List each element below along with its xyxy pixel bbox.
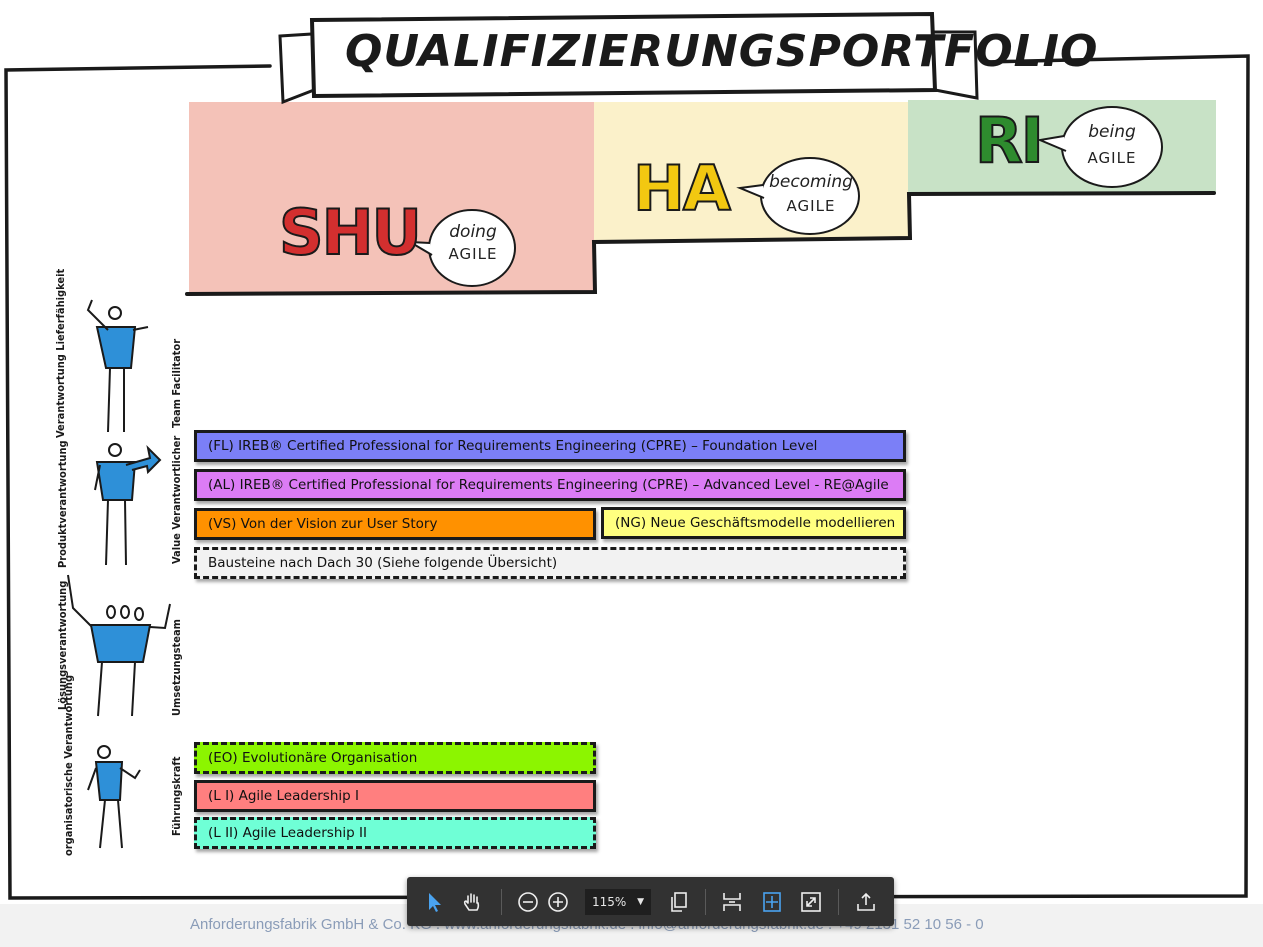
- toolbar-divider: [501, 889, 502, 915]
- fullscreen-button[interactable]: [796, 887, 826, 917]
- ha-bubble-top: becoming: [769, 172, 853, 192]
- role-leader-label: Führungskraft: [170, 756, 183, 836]
- expand-icon: [801, 892, 821, 912]
- shu-bubble-bottom: AGILE: [448, 245, 498, 263]
- fit-page-icon: [763, 892, 781, 912]
- toolbar-divider: [838, 889, 839, 915]
- team-facilitator-figure: [86, 299, 149, 433]
- role-implementation-team-label: Umsetzungsteam: [170, 619, 183, 716]
- pointer-arrow-icon: [429, 893, 441, 912]
- minus-circle-icon: [518, 892, 538, 912]
- select-tool-button[interactable]: [419, 887, 449, 917]
- plus-circle-icon: [548, 892, 568, 912]
- course-l1[interactable]: (L I) Agile Leadership I: [194, 780, 596, 812]
- shu-stage-label: SHU: [278, 195, 423, 270]
- value-owner-figure: [94, 443, 162, 566]
- course-dach30[interactable]: Bausteine nach Dach 30 (Siehe folgende Ü…: [194, 547, 906, 579]
- chevron-down-icon: ▼: [637, 897, 644, 907]
- ha-bubble-text: becoming AGILE: [763, 174, 859, 214]
- fit-width-button[interactable]: [717, 887, 747, 917]
- ri-bubble-text: being AGILE: [1064, 124, 1160, 166]
- export-button[interactable]: [851, 887, 881, 917]
- fit-page-button[interactable]: [757, 887, 787, 917]
- zoom-level-select[interactable]: 115% ▼: [585, 889, 651, 915]
- role-organisational-label: organisatorische Verantwortung: [62, 674, 75, 856]
- course-ng[interactable]: (NG) Neue Geschäftsmodelle modellieren: [601, 507, 906, 539]
- ri-stage-label: RI: [974, 103, 1045, 178]
- portfolio-title: QUALIFIZIERUNGSPORTFOLIO: [345, 26, 1099, 77]
- role-team-facilitator-label: Team Facilitator: [170, 338, 183, 428]
- ha-stage-area: [594, 102, 908, 240]
- leader-figure: [87, 745, 141, 849]
- role-delivery-label: Verantwortung Lieferfähigkeit: [54, 268, 67, 438]
- pages-icon: [671, 892, 687, 912]
- shu-stage-area: [189, 102, 594, 294]
- share-icon: [857, 892, 875, 911]
- course-fl[interactable]: (FL) IREB® Certified Professional for Re…: [194, 430, 906, 462]
- zoom-in-button[interactable]: [543, 887, 573, 917]
- hand-tool-button[interactable]: [457, 887, 487, 917]
- course-al[interactable]: (AL) IREB® Certified Professional for Re…: [194, 469, 906, 501]
- ha-bubble-bottom: AGILE: [786, 197, 836, 215]
- solution-team-figure: [67, 574, 171, 717]
- zoom-level-value: 115%: [592, 895, 627, 909]
- ri-bubble-bottom: AGILE: [1087, 149, 1137, 167]
- toolbar-divider: [705, 889, 706, 915]
- course-l2[interactable]: (L II) Agile Leadership II: [194, 817, 596, 849]
- role-value-owner-label: Value Verantwortlicher: [170, 435, 183, 564]
- ri-bubble-top: being: [1088, 122, 1136, 142]
- page-view-button[interactable]: [664, 887, 694, 917]
- shu-bubble-top: doing: [449, 222, 497, 242]
- course-eo[interactable]: (EO) Evolutionäre Organisation: [194, 742, 596, 774]
- course-vs[interactable]: (VS) Von der Vision zur User Story: [194, 508, 596, 540]
- zoom-out-button[interactable]: [513, 887, 543, 917]
- ha-stage-label: HA: [632, 151, 732, 226]
- fit-width-icon: [723, 893, 741, 911]
- role-product-label: Produktverantwortung: [56, 440, 69, 568]
- shu-bubble-text: doing AGILE: [432, 224, 514, 262]
- hand-icon: [463, 893, 480, 911]
